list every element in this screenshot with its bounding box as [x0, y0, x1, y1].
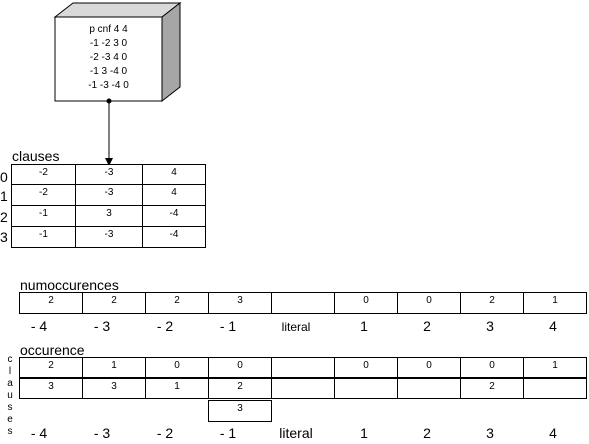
axis-literal-value: - 3	[93, 425, 111, 441]
occurence-cell	[397, 378, 461, 399]
numoccurence-cell	[271, 292, 335, 314]
cnf-box-front-face	[54, 16, 163, 102]
clause-index: 2	[0, 209, 8, 225]
clause-cell: -1	[11, 226, 76, 248]
numoccurence-cell: 1	[523, 292, 587, 314]
vertical-letter: l	[8, 366, 12, 377]
cnf-line: -1 3 -4 0	[89, 66, 128, 77]
numoccurence-cell: 0	[397, 292, 461, 314]
axis-literal-value: 2	[423, 318, 431, 334]
clause-cell: -4	[142, 226, 206, 248]
clause-cell: -3	[75, 164, 143, 186]
vertical-letter: c	[7, 354, 13, 365]
axis-literal-value: - 2	[156, 318, 174, 334]
axis-literal-value: - 4	[30, 425, 48, 441]
occurence-cell: 2	[19, 357, 83, 378]
axis-literal-value: 1	[360, 425, 368, 441]
clause-cell: -2	[11, 184, 76, 206]
numoccurence-cell: 0	[334, 292, 398, 314]
occurence-cell: 1	[82, 357, 146, 378]
clause-index: 0	[0, 169, 8, 185]
clauses-title: clauses	[12, 148, 60, 164]
occurence-cell	[271, 378, 335, 399]
numoccurence-cell: 2	[19, 292, 83, 314]
clause-index: 1	[0, 188, 8, 204]
occurence-cell: 3	[19, 378, 83, 399]
occurence-cell: 1	[523, 357, 587, 378]
occurence-cell: 1	[145, 378, 209, 399]
occurence-cell: 0	[334, 357, 398, 378]
axis-literal-value: - 2	[156, 425, 174, 441]
occurence-cell: 0	[397, 357, 461, 378]
clause-cell: -1	[11, 205, 76, 227]
vertical-letter: u	[7, 390, 13, 401]
vertical-letter: s	[7, 402, 13, 413]
axis-literal-value: - 1	[219, 318, 237, 334]
occurence-cell: 2	[460, 378, 524, 399]
numoccurence-cell: 2	[82, 292, 146, 314]
clause-cell: -3	[75, 184, 143, 206]
occurence-cell: 3	[82, 378, 146, 399]
axis-literal-value: 1	[360, 318, 368, 334]
axis-literal-value: 4	[549, 318, 557, 334]
axis-literal-label: literal	[281, 320, 311, 334]
occurence-cell	[271, 357, 335, 378]
vertical-letter: a	[7, 378, 13, 389]
occurence-title: occurence	[20, 342, 85, 358]
axis-literal-value: - 3	[93, 318, 111, 334]
numoccurence-cell: 2	[145, 292, 209, 314]
cnf-text-block: p cnf 4 4 -1 -2 3 0 -2 -3 4 0 -1 3 -4 0 …	[55, 23, 162, 93]
axis-literal-value: - 4	[30, 318, 48, 334]
occurence-cell: 0	[208, 357, 272, 378]
cnf-line: p cnf 4 4	[89, 24, 128, 35]
vertical-letter: s	[7, 426, 13, 437]
occurence-cell: 0	[145, 357, 209, 378]
occurence-cell: 2	[208, 378, 272, 399]
clause-cell: -2	[11, 164, 76, 186]
numoccurences-title: numoccurences	[20, 277, 119, 293]
vertical-letter: e	[7, 414, 13, 425]
cnf-line: -2 -3 4 0	[89, 52, 128, 63]
clause-cell: 4	[142, 184, 206, 206]
axis-literal-label: literal	[279, 425, 313, 441]
numoccurence-cell: 3	[208, 292, 272, 314]
axis-literal-value: 3	[486, 318, 494, 334]
axis-literal-value: 2	[423, 425, 431, 441]
occurence-cell	[334, 378, 398, 399]
axis-literal-value: 3	[486, 425, 494, 441]
clause-cell: -4	[142, 205, 206, 227]
occurence-cell: 3	[208, 400, 272, 422]
axis-literal-value: 4	[549, 425, 557, 441]
occurence-cell: 0	[460, 357, 524, 378]
clause-index: 3	[0, 229, 8, 245]
numoccurence-cell: 2	[460, 292, 524, 314]
arrow-head	[105, 158, 113, 166]
cnf-box-side-face	[161, 1, 181, 103]
axis-literal-value: - 1	[219, 425, 237, 441]
cnf-line: -1 -2 3 0	[89, 38, 128, 49]
clause-cell: 4	[142, 164, 206, 186]
cnf-box-top-face	[53, 2, 182, 18]
clause-cell: -3	[75, 226, 143, 248]
occurence-cell	[523, 378, 587, 399]
cnf-line: -1 -3 -4 0	[88, 80, 129, 91]
clause-cell: 3	[75, 205, 143, 227]
